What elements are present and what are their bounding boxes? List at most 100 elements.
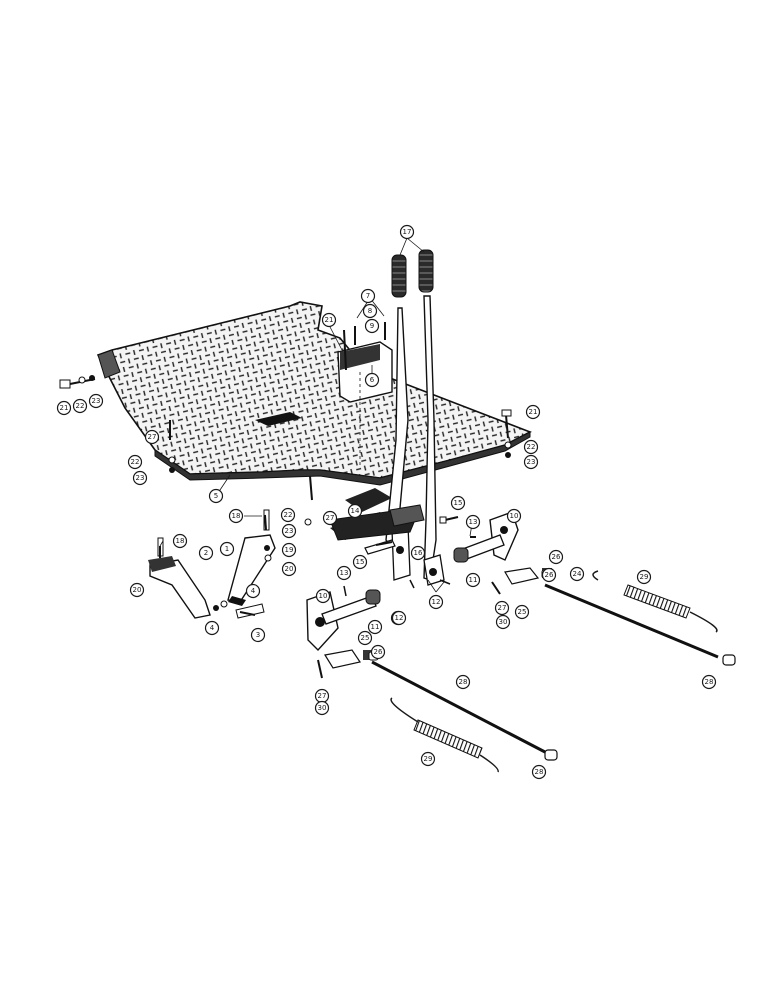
callout-bolt: 21 <box>56 400 72 416</box>
callout-circle <box>548 549 564 565</box>
callout-number: 4 <box>210 624 215 632</box>
callout-number: 11 <box>371 623 380 631</box>
callout-number: 29 <box>424 755 433 763</box>
callout-circle <box>370 644 386 660</box>
callout-number: 23 <box>136 474 145 482</box>
shift-levers <box>385 249 445 586</box>
callout-circle <box>531 764 547 780</box>
callout-number: 14 <box>351 507 360 515</box>
callout-circle <box>636 569 652 585</box>
callout-number: 8 <box>368 307 372 315</box>
callout-number: 21 <box>529 408 538 416</box>
callout-number: 30 <box>318 704 327 712</box>
callout-nut: 23 <box>88 393 104 409</box>
callout-lock-washer: 22 <box>72 398 88 414</box>
callout-rod-end: 28 <box>531 764 547 780</box>
callout-number: 21 <box>325 316 334 324</box>
callout-number: 22 <box>284 511 293 519</box>
callout-number: 25 <box>361 634 370 642</box>
callout-circle <box>494 600 510 616</box>
callout-lever-grips: 17 <box>399 224 415 240</box>
callout-circle <box>541 567 557 583</box>
callout-number: 20 <box>285 565 294 573</box>
callout-number: 28 <box>705 678 714 686</box>
callout-support: 1 <box>219 541 235 557</box>
callout-key: 13 <box>465 514 481 530</box>
callout-number: 24 <box>573 570 582 578</box>
cross-shaft-right <box>453 511 519 563</box>
callout-key: 13 <box>336 565 352 581</box>
callout-circle <box>172 533 188 549</box>
callout-circle <box>336 565 352 581</box>
callout-bolt: 3 <box>250 627 266 643</box>
callout-bolt: 27 <box>322 510 338 526</box>
callout-circle <box>322 510 338 526</box>
callout-number: 6 <box>370 376 375 384</box>
callout-shaft: 11 <box>367 619 383 635</box>
callout-number: 18 <box>232 512 241 520</box>
hardware <box>59 322 552 679</box>
callout-lock-washer: 22 <box>280 507 296 523</box>
upper-rod-assembly <box>504 567 736 666</box>
callout-number: 28 <box>459 678 468 686</box>
callout-number: 22 <box>527 443 536 451</box>
hub-plate <box>329 504 425 555</box>
callout-pin: 15 <box>352 554 368 570</box>
supports <box>148 509 276 619</box>
callout-number: 1 <box>225 545 229 553</box>
callout-circle <box>144 429 160 445</box>
callout-circle <box>428 594 444 610</box>
callout-circle <box>198 545 214 561</box>
callout-circle <box>56 400 72 416</box>
callout-number: 3 <box>256 631 260 639</box>
callout-floor-plate: 5 <box>208 488 224 504</box>
callout-rod: 24 <box>569 566 585 582</box>
callout-number: 16 <box>414 549 423 557</box>
callout-circle <box>127 454 143 470</box>
callout-rod-end: 28 <box>701 674 717 690</box>
callout-number: 18 <box>176 537 185 545</box>
callout-circle <box>88 393 104 409</box>
callout-circle <box>250 627 266 643</box>
callout-nut: 30 <box>495 614 511 630</box>
callout-circle <box>280 507 296 523</box>
callout-lock-washer: 22 <box>127 454 143 470</box>
callout-number: 15 <box>454 499 463 507</box>
callout-bushing: 16 <box>410 545 426 561</box>
callout-number: 22 <box>131 458 140 466</box>
callout-circle <box>245 583 261 599</box>
callout-bolt: 27 <box>144 429 160 445</box>
callout-number: 17 <box>403 228 412 236</box>
callout-number: 20 <box>133 586 142 594</box>
callout-lever-bracket: 6 <box>364 372 380 388</box>
callout-nut: 20 <box>129 582 145 598</box>
callout-number: 22 <box>76 402 85 410</box>
callout-circle <box>321 312 337 328</box>
callout-lock-washer: 8 <box>362 303 378 319</box>
callout-number: 21 <box>60 404 69 412</box>
callout-clevis-pin: 26 <box>548 549 564 565</box>
callout-circle <box>455 674 471 690</box>
callout-number: 4 <box>251 587 256 595</box>
callout-circle <box>228 508 244 524</box>
callout-circle <box>347 503 363 519</box>
callout-number: 23 <box>92 397 101 405</box>
lower-rod-assembly <box>324 649 558 773</box>
callout-nut: 23 <box>132 470 148 486</box>
callout-number: 29 <box>640 573 649 581</box>
cross-shaft-left <box>306 589 381 652</box>
callout-circle <box>410 545 426 561</box>
callout-circle <box>132 470 148 486</box>
callout-bolt: 27 <box>494 600 510 616</box>
callout-number: 13 <box>469 518 478 526</box>
callout-circle <box>367 619 383 635</box>
callout-circle <box>701 674 717 690</box>
callout-number: 23 <box>285 527 294 535</box>
callout-number: 27 <box>318 692 327 700</box>
callout-lever: 12 <box>428 594 444 610</box>
callout-circle <box>364 318 380 334</box>
callout-washer: 4 <box>204 620 220 636</box>
callout-shaft: 11 <box>465 572 481 588</box>
callout-number: 23 <box>527 458 536 466</box>
